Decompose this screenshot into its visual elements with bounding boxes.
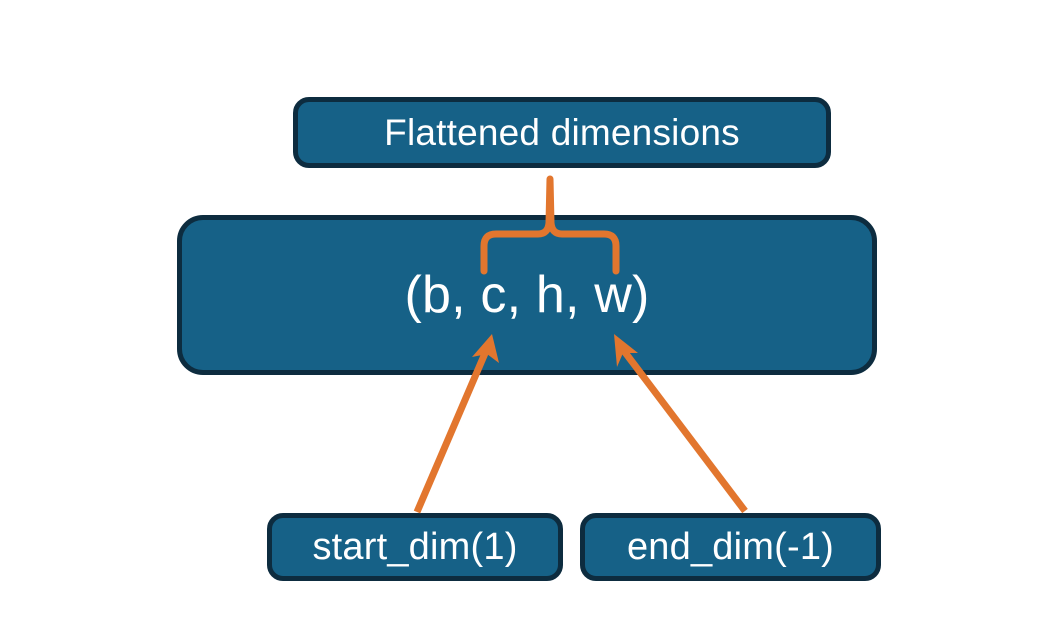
- node-flattened-dimensions-label: Flattened dimensions: [384, 111, 740, 153]
- node-tensor-shape-label: (b, c, h, w): [404, 266, 650, 324]
- node-tensor-shape[interactable]: (b, c, h, w): [177, 215, 877, 375]
- node-end-dim-label: end_dim(-1): [626, 525, 835, 568]
- node-flattened-dimensions[interactable]: Flattened dimensions: [293, 97, 831, 168]
- node-start-dim-label: start_dim(1): [312, 525, 518, 568]
- node-start-dim[interactable]: start_dim(1): [267, 513, 563, 581]
- node-end-dim[interactable]: end_dim(-1): [580, 513, 881, 581]
